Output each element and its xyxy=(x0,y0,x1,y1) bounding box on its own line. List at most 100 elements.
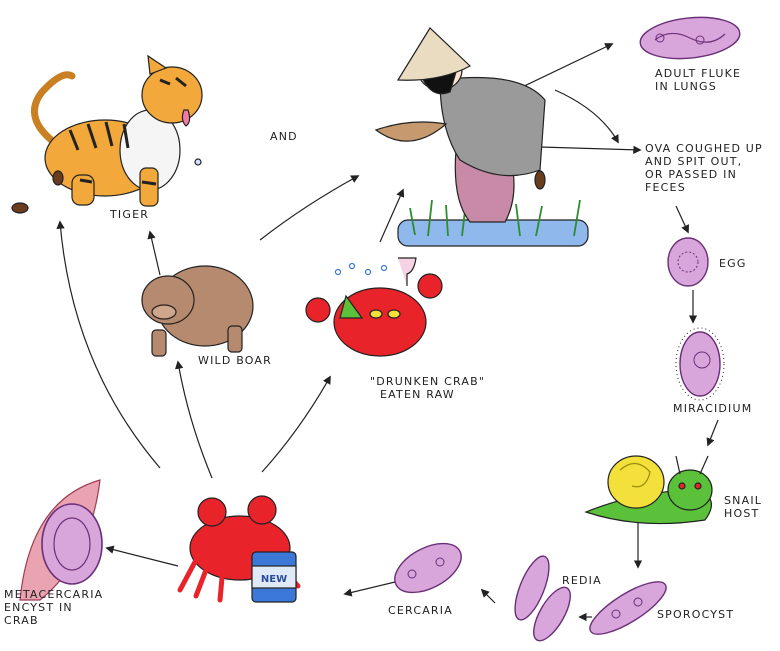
arrow-crab-to-boar xyxy=(175,360,213,479)
cercaria-sucker xyxy=(407,569,417,579)
bubble xyxy=(348,262,356,270)
snail-eye xyxy=(694,482,702,490)
metacercaria-label-line: ENCYST IN xyxy=(4,601,73,614)
tiger-stripes xyxy=(68,76,187,186)
can-label-band xyxy=(251,565,297,589)
arrow-boar-to-tiger xyxy=(147,230,161,276)
tiger-front-leg xyxy=(139,167,159,207)
fluke-sucker xyxy=(695,35,705,45)
conical-hat xyxy=(396,27,472,81)
miracidium-body xyxy=(679,331,721,397)
stripe xyxy=(141,180,157,186)
tiger-drool xyxy=(194,158,202,166)
rice-stalk xyxy=(573,199,581,237)
arrow-ova-to-egg xyxy=(675,205,689,234)
cercaria-label: CERCARIA xyxy=(388,604,453,617)
sporocyst-illustration xyxy=(589,581,667,635)
snail-host-label: SNAIL HOST xyxy=(724,494,762,520)
adult-fluke-label-line: ADULT FLUKE xyxy=(655,67,742,80)
metacercaria-label-line: METACERCARIA xyxy=(4,588,104,601)
snail-host-label-line: HOST xyxy=(724,507,760,520)
basket xyxy=(374,121,448,142)
sporocyst-body xyxy=(589,581,667,635)
tiger-tongue xyxy=(181,109,191,127)
crab-leg xyxy=(217,575,225,603)
drunken-crab-claw xyxy=(417,273,443,299)
drunken-crab-eye xyxy=(387,309,401,319)
metacercaria-illustration xyxy=(19,479,103,601)
redia-illustration xyxy=(514,555,571,642)
miracidium-core xyxy=(693,351,711,369)
snail-eye xyxy=(678,482,686,490)
stripe xyxy=(159,78,171,86)
arrow-fluke-to-ova xyxy=(554,89,619,144)
human-illustration xyxy=(374,27,589,247)
crab-leg xyxy=(193,567,209,599)
miracidium-label: MIRACIDIUM xyxy=(673,402,753,415)
crab-claw xyxy=(197,497,227,527)
metacercaria-label: METACERCARIA ENCYST IN CRAB xyxy=(4,588,103,627)
snail-illustration xyxy=(584,455,713,525)
snail-host-label-line: SNAIL xyxy=(724,494,763,507)
adult-fluke-label: ADULT FLUKE IN LUNGS xyxy=(655,67,741,93)
boar-leg xyxy=(227,325,243,353)
adult-fluke-illustration xyxy=(639,16,741,60)
sporocyst-germ xyxy=(611,609,621,619)
bubble xyxy=(380,264,388,272)
stripe xyxy=(79,178,93,184)
redia-body xyxy=(514,555,550,621)
wild-boar-label: WILD BOAR xyxy=(198,354,273,367)
dropping xyxy=(11,202,29,214)
ova-label-line: AND SPIT OUT, xyxy=(645,155,743,168)
drunken-crab-body xyxy=(333,287,427,357)
stripe xyxy=(104,121,114,147)
ova-label-line: OVA COUGHED UP xyxy=(645,142,763,155)
rice-stalk xyxy=(535,205,543,237)
wild-boar-illustration xyxy=(141,265,254,357)
ova-label-line: OR PASSED IN xyxy=(645,168,738,181)
boar-snout xyxy=(151,304,177,320)
miracidium-illustration xyxy=(675,327,725,401)
rice-stalk xyxy=(409,207,416,236)
tiger-tail xyxy=(30,71,76,152)
water xyxy=(397,219,589,247)
sporocyst-label: SPOROCYST xyxy=(657,608,735,621)
drunken-crab-label-line: EATEN RAW xyxy=(380,388,455,401)
boar-leg xyxy=(151,329,167,357)
drunken-crab-illustration xyxy=(305,257,443,357)
cyst-wall xyxy=(41,503,103,585)
crab-leg xyxy=(177,557,199,593)
dropping xyxy=(534,170,546,190)
stripe xyxy=(122,123,130,149)
redia-body xyxy=(533,586,571,642)
arrow-crab-to-tiger xyxy=(56,220,161,469)
rice-stalk xyxy=(515,203,521,237)
bubble xyxy=(334,268,342,276)
arrow-drunken-crab-to-human xyxy=(379,188,405,243)
snail-antenna xyxy=(675,455,681,475)
drunken-crab-eye xyxy=(369,309,383,319)
egg-shell xyxy=(667,237,709,287)
drunken-crab-claw xyxy=(305,297,331,323)
adult-fluke-label-line: IN LUNGS xyxy=(655,80,717,93)
stripe xyxy=(68,129,80,151)
metacercaria-label-line: CRAB xyxy=(4,614,39,627)
can-label: NEW xyxy=(261,574,287,585)
arrow-cercaria-to-crab xyxy=(343,581,396,597)
cercaria-body xyxy=(394,542,462,594)
dropping xyxy=(52,170,64,186)
arrow-boar-to-human xyxy=(259,175,360,241)
tiger-illustration xyxy=(11,54,203,214)
bubble xyxy=(364,268,372,276)
human-shirt xyxy=(439,76,546,177)
tiger-label: TIGER xyxy=(110,208,150,221)
egg-label: EGG xyxy=(719,257,747,270)
party-hat xyxy=(339,294,364,319)
miracidium-cilia xyxy=(675,327,725,401)
rice-stalk xyxy=(427,199,433,237)
tiger-ear xyxy=(147,54,168,75)
stripe xyxy=(175,76,187,88)
egg-illustration xyxy=(667,237,709,287)
ova-label-line: FECES xyxy=(645,181,686,194)
